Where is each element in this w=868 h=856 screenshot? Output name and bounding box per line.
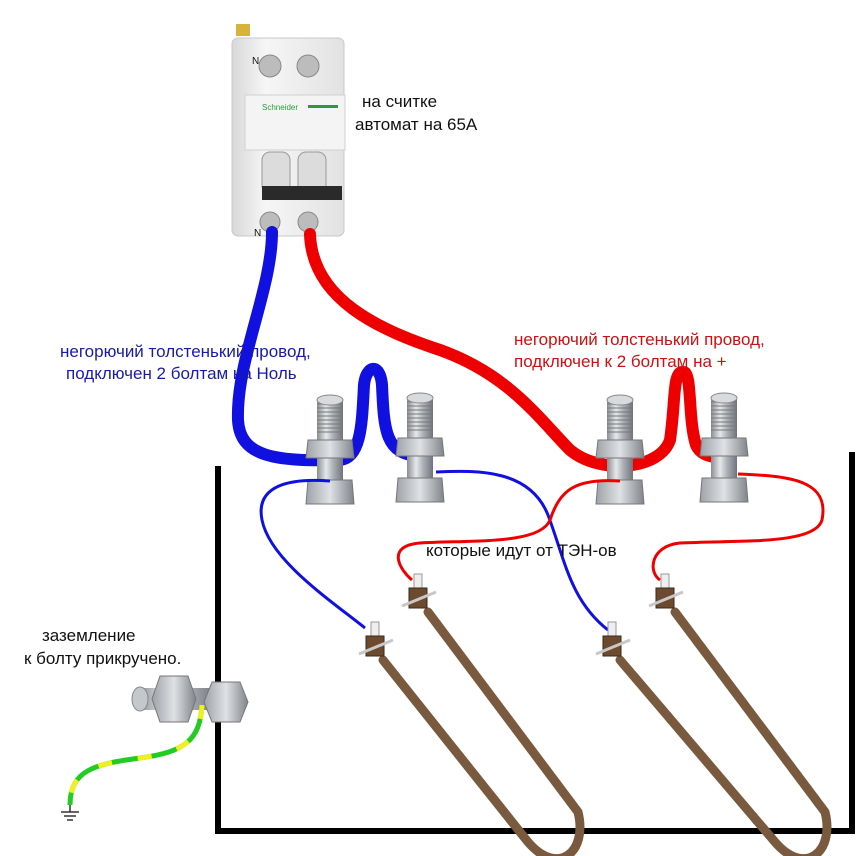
heater-note: которые идут от ТЭН-ов <box>426 541 617 560</box>
phase-bolt-1 <box>595 394 645 505</box>
breaker-caption-line1: на считке <box>362 92 438 111</box>
neutral-lead-heater-1 <box>259 478 366 630</box>
breaker-clip <box>236 24 250 36</box>
neutral-lead-heater-2 <box>435 469 609 632</box>
breaker-terminal-label-bottom: N <box>254 228 262 239</box>
breaker-terminal-label-top: N <box>252 56 260 67</box>
neutral-note-line1: негорючий толстенький провод, <box>60 342 311 361</box>
top-terminal-n <box>258 54 282 78</box>
breaker-brand: Schneider <box>262 103 299 112</box>
neutral-bolt-2 <box>395 392 445 503</box>
phase-main-wire <box>304 228 732 472</box>
brand-stripe <box>308 105 338 108</box>
ground-bolt <box>131 675 249 723</box>
phase-lead-heater-1 <box>396 479 621 582</box>
top-terminal-l <box>296 54 320 78</box>
ground-note-line1: заземление <box>42 626 136 645</box>
heater-2 <box>595 573 832 856</box>
tank-outline <box>215 452 855 834</box>
heater-1 <box>358 573 585 856</box>
circuit-breaker <box>231 24 346 237</box>
ground-note-line2: к болту прикручено. <box>24 649 182 668</box>
neutral-note-line2: подключен 2 болтам на Ноль <box>66 364 297 383</box>
neutral-bolt-1 <box>305 394 355 505</box>
breaker-caption-line2: автомат на 65А <box>355 115 478 134</box>
phase-lead-heater-2 <box>651 472 825 582</box>
phase-note-line1: негорючий толстенький провод, <box>514 330 765 349</box>
phase-bolt-2 <box>699 392 749 503</box>
phase-note-line2: подключен к 2 болтам на + <box>514 352 727 371</box>
toggle-bar <box>262 186 342 200</box>
earth-ground-icon <box>61 805 79 821</box>
